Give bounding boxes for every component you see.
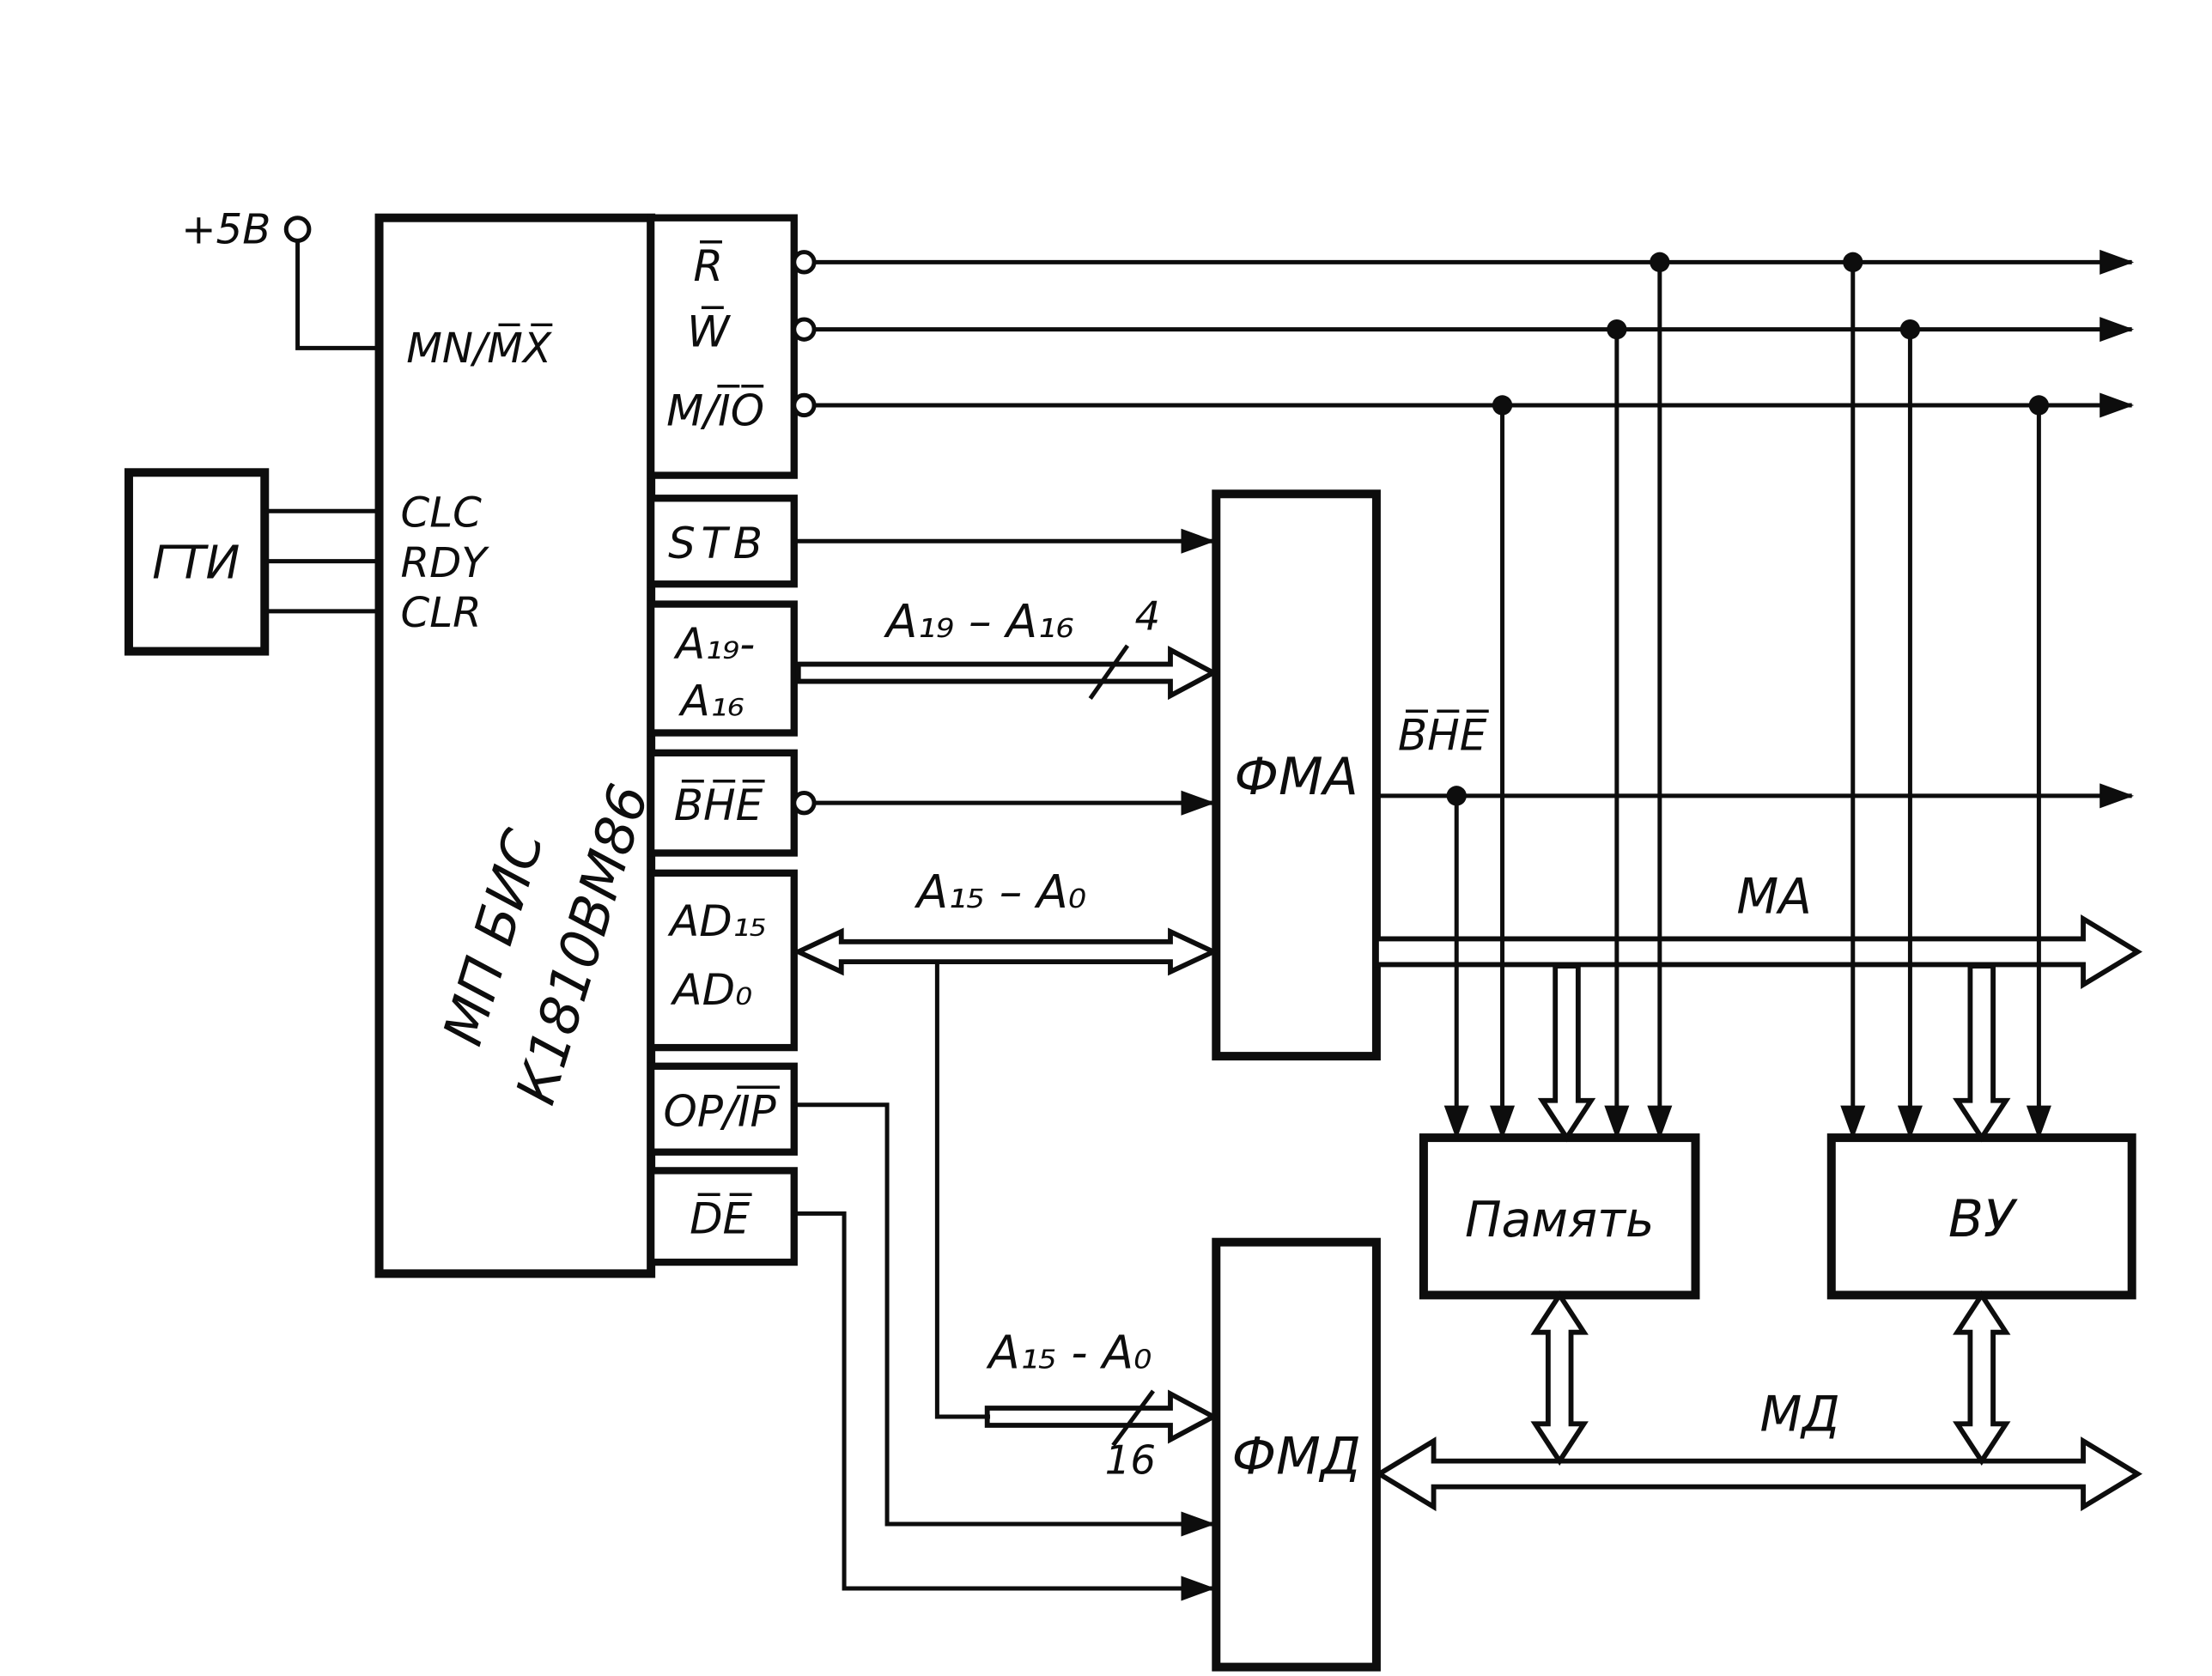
cpu-body xyxy=(374,213,656,1278)
bus-a19-a16-arrow xyxy=(795,646,1219,701)
fma-label: ФМА xyxy=(1234,747,1358,807)
memory-label: Память xyxy=(1465,1192,1654,1248)
caption-bhe-out: B̅H̅E̅ xyxy=(1398,709,1489,760)
signal-line-opip xyxy=(793,1102,1216,1537)
pinbox-opip xyxy=(647,1062,798,1156)
pin-label-stb: STB xyxy=(668,519,769,568)
inverter-bubble-r xyxy=(792,250,817,275)
buses xyxy=(792,644,2142,1512)
signal-lines xyxy=(793,249,2135,1601)
pin-label-bhe: B̅H̅E̅ xyxy=(674,780,765,830)
junction-dot xyxy=(1446,786,1467,806)
power-terminal xyxy=(283,216,312,243)
pin-label-ad0: AD₀ xyxy=(670,965,752,1015)
pin-label-opip: OP/I̅P̅ xyxy=(664,1086,781,1137)
inverter-bubble-w xyxy=(792,317,817,342)
junction-dot xyxy=(1843,252,1863,273)
bus-width-slash-16 xyxy=(1111,1389,1155,1447)
clock-generator: ГТИ xyxy=(124,468,380,656)
captions: А₁₉ – А₁₆ 4 B̅H̅E̅ А₁₅ – А₀ МА А₁₅ - А₀ … xyxy=(884,594,1840,1485)
caption-width-16: 16 xyxy=(1105,1438,1156,1485)
caption-a15-a0: А₁₅ – А₀ xyxy=(915,865,1087,919)
bus-width-slash-4 xyxy=(1088,644,1130,700)
clock-generator-box xyxy=(124,468,270,656)
pinbox-stb xyxy=(647,495,798,588)
caption-a19-a16: А₁₉ – А₁₆ xyxy=(884,595,1074,648)
cpu-pin-rdy: RDY xyxy=(401,539,490,587)
pin-label-a16: А₁₆ xyxy=(678,677,744,726)
fma-box xyxy=(1212,489,1381,1061)
cpu-pin-mnmx: MN/M̅X̅ xyxy=(406,323,553,373)
pin-label-ad15: AD₁₅ xyxy=(667,896,767,946)
power-wire xyxy=(295,240,380,350)
cpu-pin-clc: CLC xyxy=(401,489,483,537)
junction-dot xyxy=(2028,395,2050,416)
bus-ma-to-vu-arrow xyxy=(1953,963,2011,1143)
fmd-label: ФМД xyxy=(1232,1427,1361,1487)
pinbox-control xyxy=(647,214,798,479)
junction-dot xyxy=(1899,319,1921,340)
pinbox-de xyxy=(647,1167,798,1266)
bus-a15-a0-to-fmd-arrow xyxy=(984,1389,1219,1444)
inverter-bubble-mio xyxy=(792,392,817,418)
clock-generator-label: ГТИ xyxy=(152,537,240,590)
signal-line-a15-branch xyxy=(934,962,991,1419)
pin-label-a19: А₁₉- xyxy=(673,619,755,669)
bus-ad-bidirectional-arrow xyxy=(792,927,1219,976)
pinbox-a19-a16 xyxy=(647,600,798,737)
bus-ma-arrow xyxy=(1374,914,2142,989)
power-supply: +5В xyxy=(181,206,380,350)
vu-label: ВУ xyxy=(1948,1189,2018,1249)
junction-dot xyxy=(1492,395,1513,416)
caption-md: МД xyxy=(1760,1387,1840,1443)
pin-label-mio: M/I̅O̅ xyxy=(666,385,764,435)
bus-ma-to-memory-arrow xyxy=(1537,963,1596,1143)
bus-vu-md-arrow xyxy=(1953,1290,2011,1466)
power-label: +5В xyxy=(181,206,270,254)
memory-box xyxy=(1419,1133,1700,1300)
pin-label-r: R̅ xyxy=(693,240,723,291)
junction-dot xyxy=(1650,252,1670,273)
bus-memory-md-arrow xyxy=(1530,1290,1589,1466)
bus-md-arrow xyxy=(1374,1436,2142,1512)
pin-label-de: D̅E̅ xyxy=(690,1193,752,1244)
memory-block: Память xyxy=(1419,1133,1700,1300)
fma-block: ФМА xyxy=(1212,489,1381,1061)
fmd-box xyxy=(1212,1237,1381,1672)
caption-width-4: 4 xyxy=(1134,594,1160,641)
vu-block: ВУ xyxy=(1826,1133,2136,1300)
pin-label-w: W̅ xyxy=(687,307,731,357)
cpu-pin-clr: CLR xyxy=(401,589,482,637)
pinbox-ad xyxy=(647,869,798,1052)
caption-a15-a0-fmd: А₁₅ - А₀ xyxy=(986,1326,1152,1379)
fmd-block: ФМД xyxy=(1212,1237,1381,1672)
inverter-bubble-bhe xyxy=(792,791,817,816)
signal-line-de xyxy=(793,1211,1216,1601)
junction-dot xyxy=(1607,319,1627,340)
cpu-pin-boxes: R̅ W̅ M/I̅O̅ STB А₁₉- А₁₆ B̅H̅E̅ AD₁₅ AD… xyxy=(647,214,817,1266)
cpu-block: MN/M̅X̅ CLC RDY CLR МП БИС К1810ВМ86 xyxy=(374,213,661,1278)
caption-ma: МА xyxy=(1736,868,1812,925)
